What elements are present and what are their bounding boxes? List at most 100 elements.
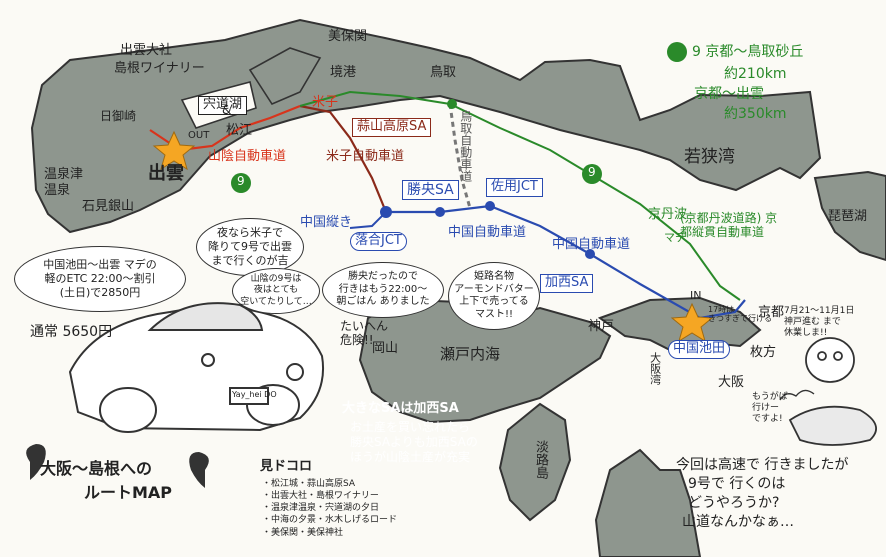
note-ikeda: 17時は きつすぎで行ける xyxy=(708,305,772,324)
label-biwako: 琵琶湖 xyxy=(828,209,868,224)
bubble-night-line3: まで行くのが吉 xyxy=(211,253,289,267)
note-conclusion: 今回は高速で 行きましたが 9号で 行くのは どうやろうか? 山道なんかなぁ… xyxy=(676,456,848,532)
route9-badge-1-text: 9 xyxy=(237,174,245,188)
route-info-line2: 約210km xyxy=(724,66,787,82)
bubble-fork-line3: 朝ごはん ありました xyxy=(336,296,430,308)
route-info-line1: 9 京都〜鳥取砂丘 xyxy=(692,44,804,60)
label-izumo-taisha: 出雲大社 xyxy=(120,43,173,58)
bubble-closed-line2: 夜はとても xyxy=(253,285,299,296)
note-sa-body-line3: ほうが山陰土産が充実 xyxy=(350,450,471,464)
label-kyoto-jukan: (京都丹波道路) 京都縦貫自動車道 xyxy=(680,211,778,239)
label-kyoto: 京都 xyxy=(758,305,785,320)
note-sa-body-line2: 勝央SAよりも加西SAの xyxy=(350,435,478,449)
label-iwami-ginzan: 石見銀山 xyxy=(82,199,135,214)
label-out: OUT xyxy=(188,130,210,141)
title-line2: ルートMAP xyxy=(84,483,173,502)
label-okayama: 岡山 xyxy=(372,341,399,356)
label-awajishima: 淡路島 xyxy=(532,440,548,479)
title-quote-right xyxy=(189,452,209,488)
bubble-night: 夜なら米子で 降りて9号で出雲 まで行くのが吉 xyxy=(196,218,304,276)
sights-item: ・出雲大社・島根ワイナリー xyxy=(262,491,379,502)
bubble-fork: 勝央だったので 行きはもう22:00〜 朝ごはん ありました xyxy=(322,262,444,318)
title-line1: 大阪〜島根への xyxy=(40,459,153,478)
bubble-sweets-line4: マスト!! xyxy=(474,308,514,320)
label-wakasa-wan: 若狭湾 xyxy=(684,147,735,167)
bubble-sweets-line1: 姫路名物 xyxy=(474,271,514,282)
bubble-night-line1: 夜なら米子で xyxy=(217,226,283,240)
route-info-line4: 約350km xyxy=(724,106,787,122)
sakaiminato-land xyxy=(248,47,322,106)
route-info-line3: 京都〜出雲 xyxy=(694,86,764,102)
label-chugoku-road-short: 中国自動車道 xyxy=(448,225,527,240)
bubble-night-line2: 降りて9号で出雲 xyxy=(208,240,292,254)
sights-item: ・温泉津温泉・宍道湖の夕日 xyxy=(262,503,380,514)
sights-item: ・中海の夕景・水木しげるロード xyxy=(262,515,398,526)
bubble-toll-line2: 軽のETC 22:00〜割引 xyxy=(44,272,156,286)
route9-badge-2 xyxy=(582,164,602,184)
label-hinomisaki: 日御崎 xyxy=(100,109,137,123)
label-osaka: 大阪 xyxy=(718,375,745,390)
note-hurry: もうがば 行けー ですよ! xyxy=(752,392,788,424)
label-tottori: 鳥取 xyxy=(430,65,457,80)
tottori-expressway-line xyxy=(448,103,472,209)
label-shimane-winery: 島根ワイナリー xyxy=(114,61,205,76)
bubble-sweets-line2: アーモンドバター xyxy=(454,283,534,295)
note-danger-line1: たいへん xyxy=(340,319,389,333)
note-hurry-line1: もうがば xyxy=(752,392,788,402)
route9-badge-1 xyxy=(231,173,251,193)
label-yonago: 米子 xyxy=(312,95,339,110)
bubble-closed: 山陰の9号は 夜はとても 空いてたりして… xyxy=(232,268,320,314)
ochiai-jct-marker xyxy=(380,206,392,218)
note-ikeda-line1: 17時は xyxy=(708,305,735,314)
label-chugoku-road: 中国自動車道 xyxy=(552,237,631,252)
label-kyotanba: 京丹波 xyxy=(648,207,688,222)
note-kyoto-month: 7月21〜11月1日 神戸進む まで 休業しま!! xyxy=(784,306,854,338)
wakayama-land xyxy=(594,448,702,557)
cloud-puff xyxy=(779,389,815,401)
label-shinjiko: 宍道湖 xyxy=(198,96,248,115)
note-kyoto-month-line1: 7月21〜11月1日 xyxy=(784,306,855,316)
label-tottori-road: 鳥取自動車道 xyxy=(458,110,473,182)
sayo-jct-marker xyxy=(485,201,495,211)
bubble-fork-line1: 勝央だったので xyxy=(348,271,418,283)
title-quote-left xyxy=(26,444,46,480)
label-katsuyama-sa: 勝央SA xyxy=(402,180,459,201)
note-danger: たいへん 危険!! xyxy=(340,319,389,348)
route9-badge-3 xyxy=(667,42,687,62)
label-ochiai-jct: 落合JCT xyxy=(350,232,407,251)
note-sa-body: お土産を買い忘れたら 勝央SAよりも加西SAの ほうが山陰土産が充実 xyxy=(350,420,478,465)
note-danger-line2: 危険!! xyxy=(340,332,374,347)
izumo-star xyxy=(152,130,196,171)
label-in: IN xyxy=(690,289,702,302)
note-kyoto-month-line3: 休業しま!! xyxy=(784,327,828,338)
label-kobe: 神戸 xyxy=(588,319,615,334)
label-hiruzen-sa: 蒜山高原SA xyxy=(352,118,432,137)
sanin-land xyxy=(30,18,822,234)
label-kasai-sa: 加西SA xyxy=(540,274,594,293)
bubble-sweets-line3: 上下で売ってる xyxy=(459,296,529,307)
note-conclusion-line3: どうやろうか? xyxy=(688,494,780,511)
label-sanin-road: 山陰自動車道 xyxy=(208,149,287,164)
label-onsentsu: 温泉津 xyxy=(44,167,84,182)
car-illustration xyxy=(68,302,324,433)
ochiai-link-line xyxy=(349,211,387,229)
label-setonaikai: 瀬戸内海 xyxy=(440,345,501,363)
note-hurry-line2: 行けー xyxy=(752,402,780,413)
label-chugoku-ikeda: 中国池田 xyxy=(668,340,731,359)
label-made: マデ xyxy=(664,231,686,244)
car-plate: Yay_hei DO xyxy=(232,390,277,399)
note-sa-title: 大きなSAは加西SA xyxy=(342,401,459,416)
note-conclusion-line4: 山道なんかなぁ… xyxy=(682,513,794,530)
ikeda-star xyxy=(670,302,714,343)
note-sa-body-line1: お土産を買い忘れたら xyxy=(350,420,471,434)
label-izumo: 出雲 xyxy=(148,163,184,184)
bubble-closed-line1: 山陰の9号は xyxy=(250,274,302,285)
bubble-sweets: 姫路名物 アーモンドバター 上下で売ってる マスト!! xyxy=(448,262,540,330)
bubble-toll-line3: (土日)で2850円 xyxy=(59,285,141,299)
sights-list: ・松江城・蒜山高原SA ・出雲大社・島根ワイナリー ・温泉津温泉・宍道湖の夕日 … xyxy=(262,478,397,539)
label-onsen: 温泉 xyxy=(44,183,71,198)
label-matsue: 松江 xyxy=(226,123,253,138)
note-ikeda-line2: きつすぎで行ける xyxy=(708,313,772,323)
